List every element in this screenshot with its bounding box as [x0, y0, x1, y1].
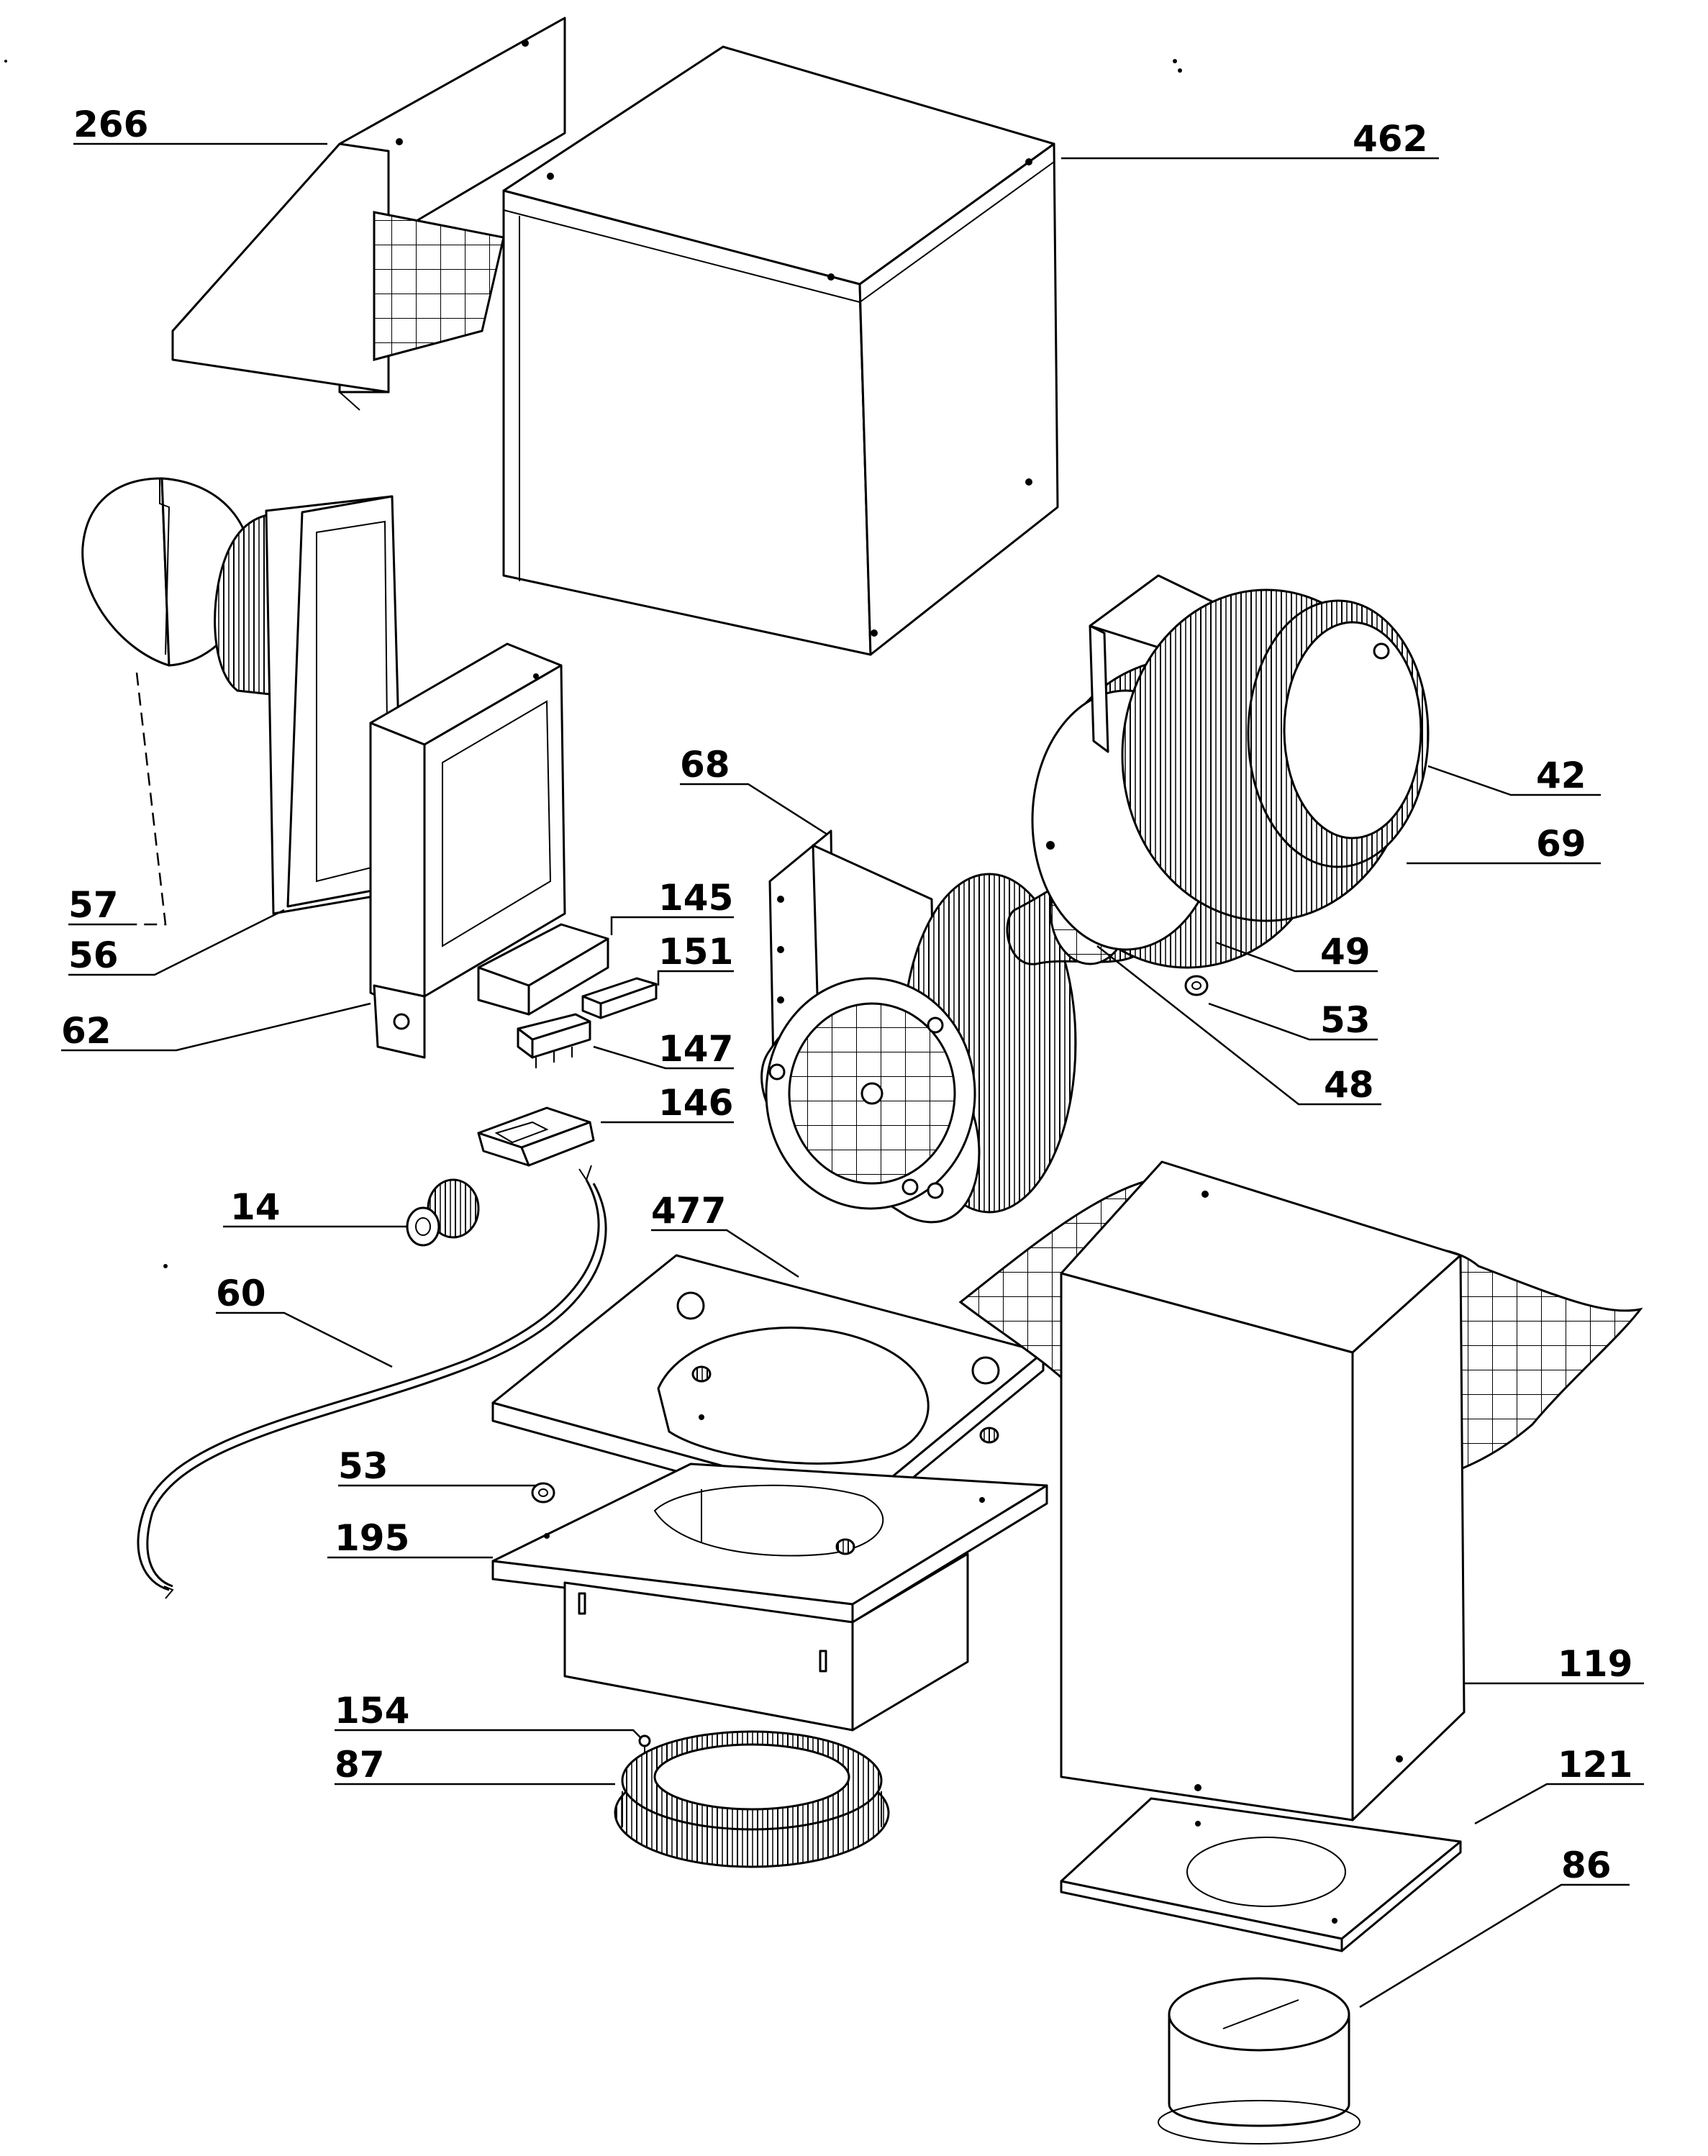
callout-154: 154 — [335, 1690, 409, 1732]
part-119-vertical-duct — [958, 1160, 1643, 1821]
part-195-base-plate — [491, 1427, 1048, 1732]
callout-68: 68 — [680, 744, 730, 786]
callout-195: 195 — [335, 1517, 409, 1559]
callout-69: 69 — [1536, 823, 1586, 865]
part-42-motor — [1089, 574, 1430, 922]
part-462-housing-box — [502, 45, 1059, 656]
callout-121: 121 — [1558, 1744, 1632, 1786]
callout-53-lower: 53 — [338, 1445, 389, 1487]
part-57-damper-disc — [81, 477, 253, 926]
part-60-power-cord — [137, 1165, 607, 1599]
callout-86: 86 — [1561, 1845, 1612, 1886]
callout-53-upper: 53 — [1320, 999, 1371, 1041]
part-121-base-flange — [1060, 1797, 1462, 1952]
part-154-screw — [638, 1734, 651, 1757]
part-87-collar-ring — [614, 1730, 890, 1868]
part-477-mounting-plate — [491, 1254, 1045, 1523]
callout-147: 147 — [658, 1028, 733, 1070]
callout-57: 57 — [68, 884, 119, 926]
callout-14: 14 — [230, 1186, 281, 1228]
callout-119: 119 — [1558, 1643, 1632, 1685]
callout-48: 48 — [1324, 1064, 1374, 1106]
callout-labels: 266 462 42 69 68 57 56 145 151 62 147 49… — [61, 104, 1632, 1886]
part-151-terminal-bar — [581, 977, 658, 1019]
part-145-capacitor — [477, 923, 609, 1016]
callout-266: 266 — [73, 104, 148, 145]
part-147-terminal-block — [517, 1013, 591, 1068]
callout-60: 60 — [216, 1273, 266, 1314]
part-266-hood — [171, 17, 566, 411]
callout-56: 56 — [68, 934, 119, 976]
callout-62: 62 — [61, 1010, 112, 1052]
callout-151: 151 — [658, 931, 733, 973]
part-62-frame-bracket — [369, 642, 566, 1059]
callout-87: 87 — [335, 1744, 385, 1786]
part-53-nut-upper — [1184, 975, 1209, 996]
part-68-blower-housing — [760, 829, 1077, 1224]
part-53-nut-lower — [531, 1482, 555, 1504]
callout-146: 146 — [658, 1082, 733, 1124]
part-146-terminal-cover — [477, 1106, 595, 1167]
leader-lines — [61, 142, 1644, 2009]
part-14-cable-gland — [406, 1178, 480, 1247]
part-86-spigot — [1158, 1977, 1361, 2144]
callout-462: 462 — [1353, 118, 1427, 160]
callout-49: 49 — [1320, 931, 1371, 973]
callout-145: 145 — [658, 877, 733, 919]
callout-42: 42 — [1536, 755, 1586, 796]
callout-477: 477 — [651, 1190, 726, 1232]
